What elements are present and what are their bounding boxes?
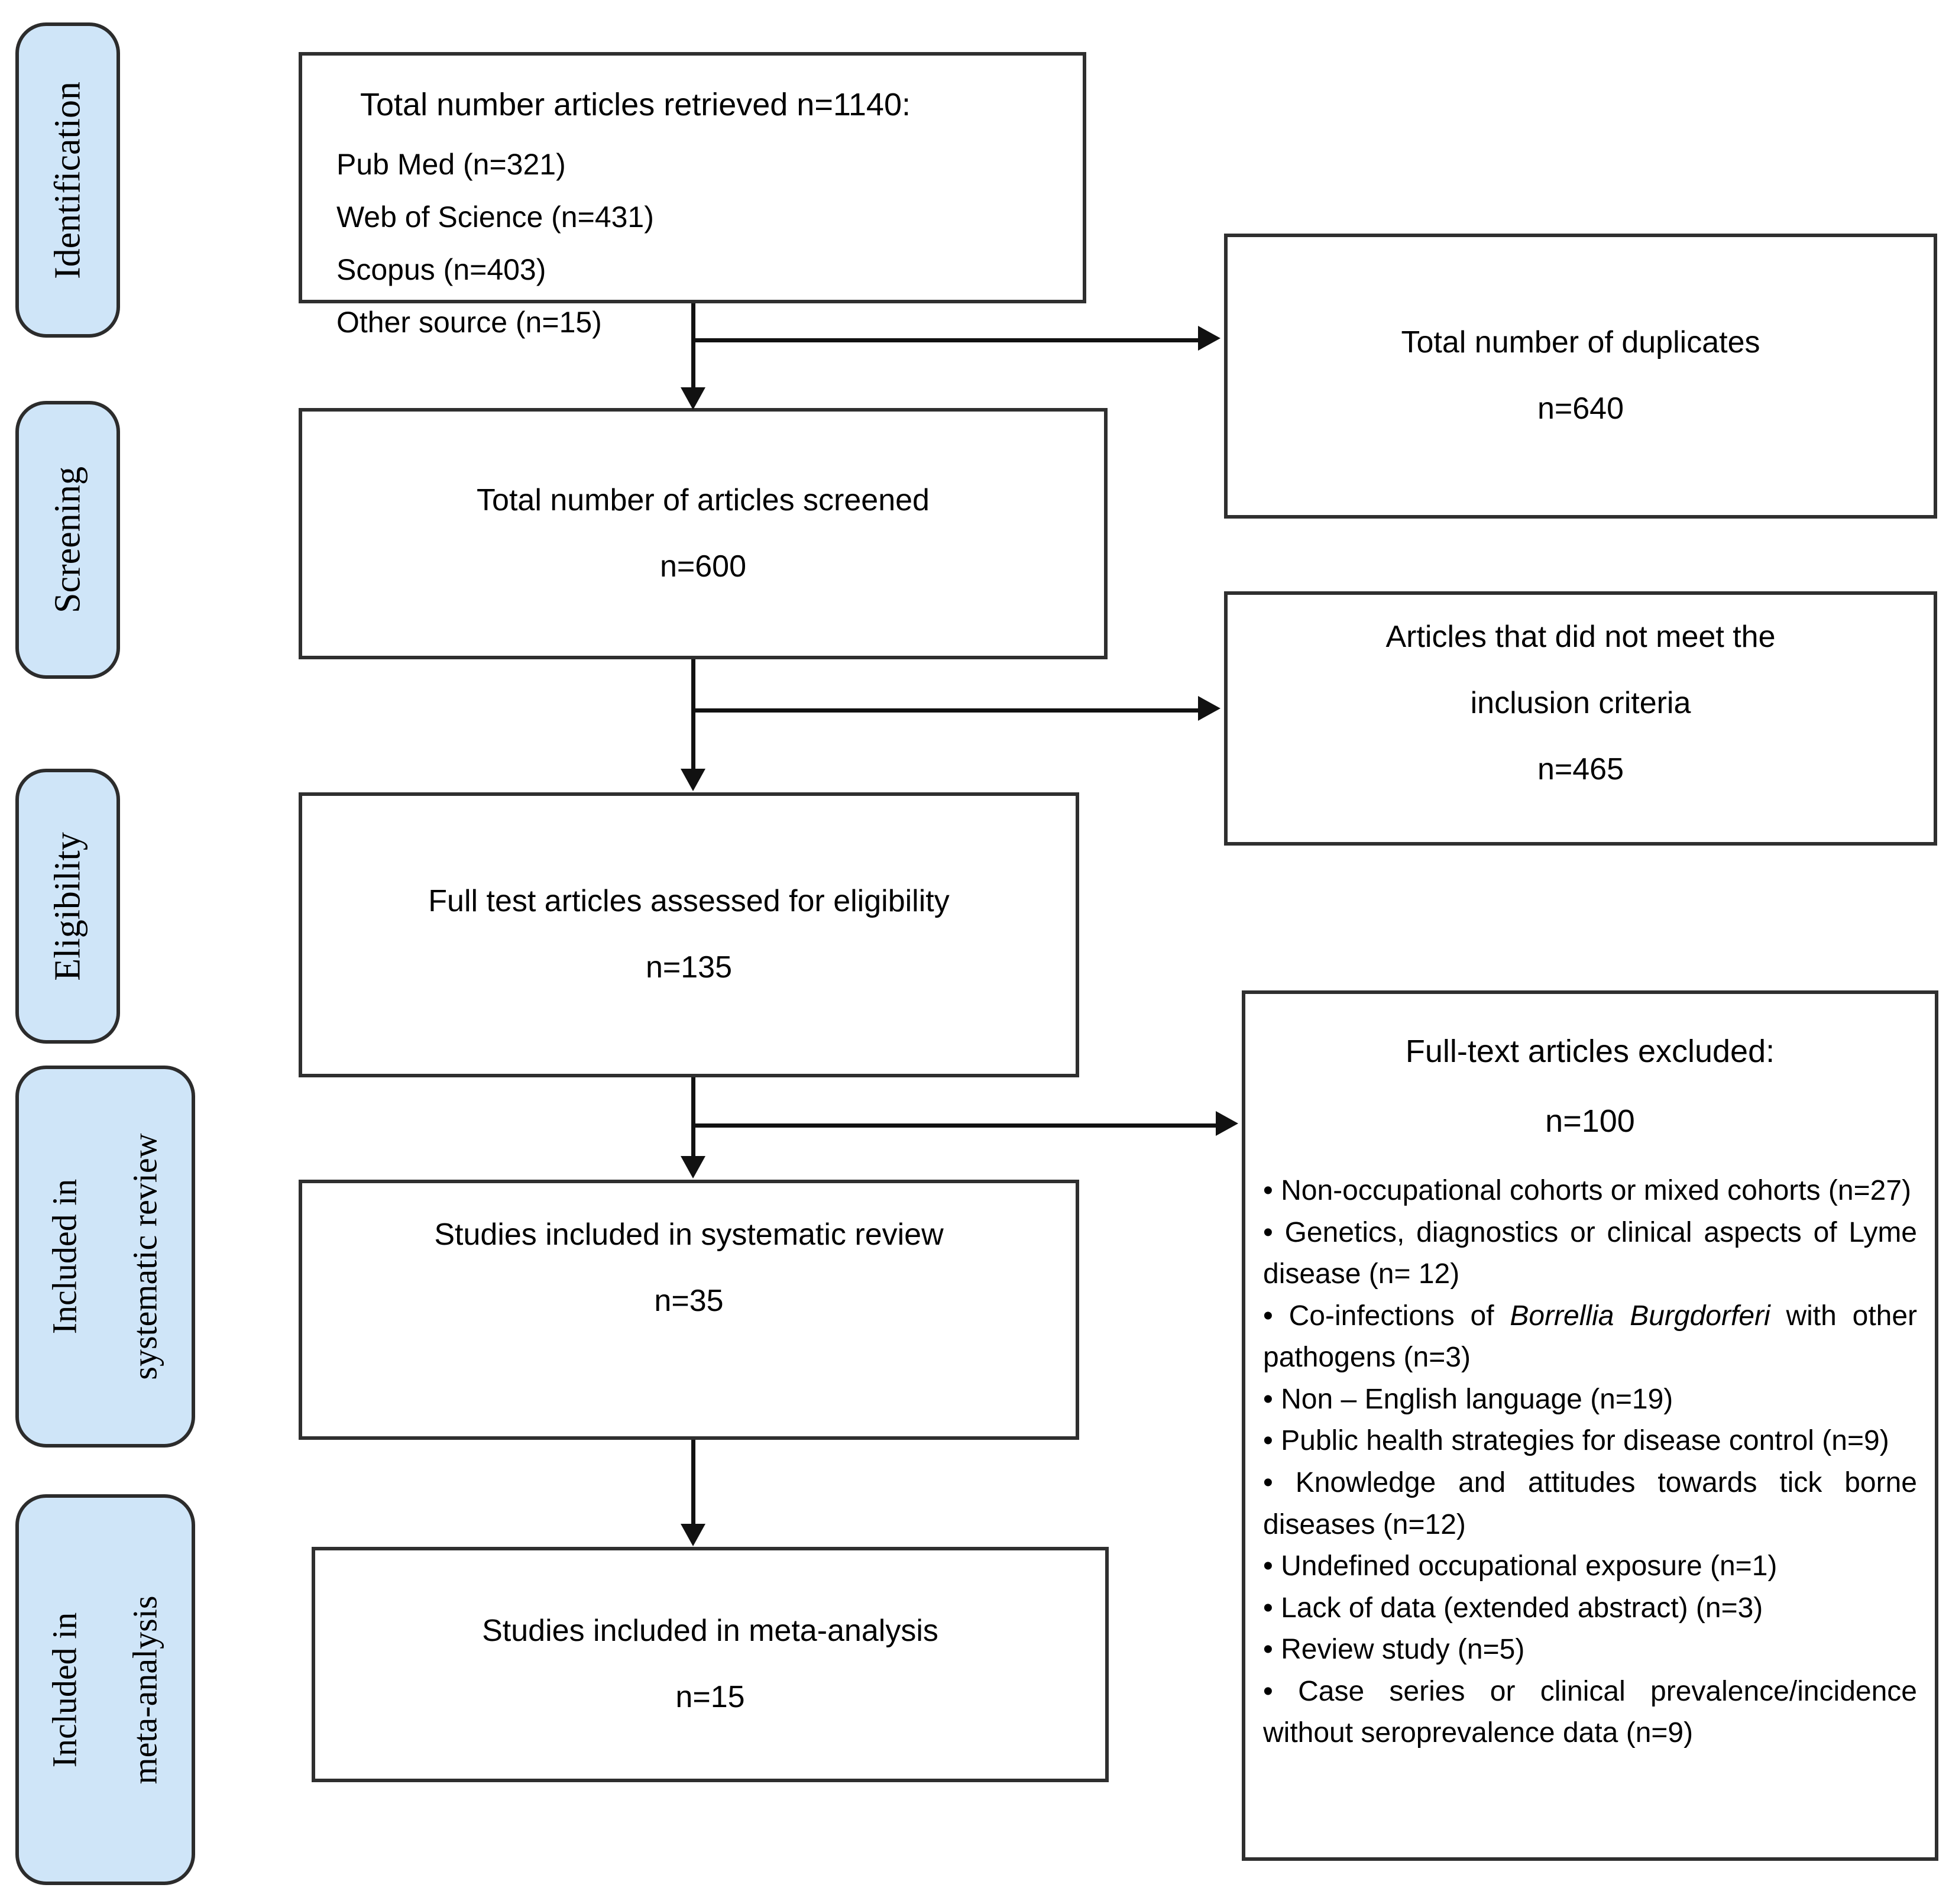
fulltext-excluded-title: Full-text articles excluded: (1405, 1034, 1775, 1069)
reason-text: Case series or clinical prevalence/incid… (1263, 1675, 1918, 1749)
connector-systematic-to-meta (691, 1440, 695, 1526)
reason-text: with other pathogens (n=3) (1263, 1300, 1918, 1374)
fulltext-assessed-line1: Full test articles assessed for eligibil… (428, 884, 950, 919)
stage-label-line: Identification (47, 81, 88, 279)
bullet-icon: • (1263, 1425, 1281, 1457)
fulltext-assessed-count: n=135 (645, 950, 733, 985)
excluded-reason-item: • Public health strategies for disease c… (1263, 1420, 1917, 1462)
arrowhead-to-meta (681, 1524, 705, 1546)
excluded-reason-item: • Case series or clinical prevalence/inc… (1263, 1671, 1917, 1754)
connector-assessed-to-systematic (691, 1077, 695, 1158)
reason-text: Knowledge and attitudes towards tick bor… (1263, 1467, 1917, 1540)
reason-text: Co-infections of (1288, 1300, 1510, 1332)
source-other: Other source (n=15) (336, 306, 602, 339)
articles-retrieved-title: Total number articles retrieved n=1140: (360, 87, 911, 122)
arrowhead-to-systematic (681, 1156, 705, 1178)
source-scopus: Scopus (n=403) (336, 253, 546, 286)
node-fulltext-assessed: Full test articles assessed for eligibil… (299, 792, 1079, 1077)
arrowhead-to-screened (681, 387, 705, 410)
excluded-reason-item: • Knowledge and attitudes towards tick b… (1263, 1462, 1917, 1546)
connector-to-duplicates (693, 338, 1200, 342)
arrowhead-to-not-meeting (1198, 696, 1220, 721)
excluded-reason-item: • Lack of data (extended abstract) (n=3) (1263, 1588, 1917, 1630)
systematic-review-count: n=35 (654, 1284, 724, 1318)
node-systematic-review: Studies included in systematic review n=… (299, 1180, 1079, 1440)
excluded-reason-item: • Non-occupational cohorts or mixed coho… (1263, 1170, 1917, 1212)
node-articles-retrieved: Total number articles retrieved n=1140: … (299, 52, 1086, 339)
not-meeting-line2: inclusion criteria (1470, 686, 1691, 721)
bullet-icon: • (1263, 1467, 1296, 1499)
source-web-of-science: Web of Science (n=431) (336, 200, 654, 234)
articles-screened-count: n=600 (659, 549, 747, 584)
stage-label-line: Screening (47, 467, 88, 613)
stage-label-line: systematic review (126, 1133, 164, 1380)
node-meta-analysis: Studies included in meta-analysis n=15 (312, 1547, 1109, 1782)
arrowhead-to-excluded (1216, 1111, 1238, 1136)
bullet-icon: • (1263, 1300, 1289, 1332)
node-duplicates: Total number of duplicates n=640 (1224, 234, 1937, 519)
bullet-icon: • (1263, 1550, 1281, 1582)
stage-screening: Screening (15, 401, 120, 679)
bullet-icon: • (1263, 1675, 1299, 1707)
stage-included-systematic-review: Included in systematic review (15, 1066, 195, 1448)
stage-identification-label: Identification (47, 38, 89, 322)
excluded-reason-item: • Review study (n=5) (1263, 1629, 1917, 1671)
bullet-icon: • (1263, 1216, 1285, 1248)
meta-analysis-line1: Studies included in meta-analysis (482, 1614, 938, 1649)
excluded-reason-item: • Genetics, diagnostics or clinical aspe… (1263, 1212, 1917, 1296)
reason-text: Non-occupational cohorts or mixed cohort… (1281, 1175, 1912, 1207)
stage-included-meta-analysis: Included in meta-analysis (15, 1494, 195, 1885)
bullet-icon: • (1263, 1383, 1281, 1415)
stage-label-line: meta-analysis (126, 1595, 164, 1784)
excluded-reason-item: • Non – English language (n=19) (1263, 1379, 1917, 1421)
excluded-reasons-list: • Non-occupational cohorts or mixed coho… (1263, 1170, 1917, 1754)
arrowhead-to-assessed (681, 769, 705, 791)
node-not-meeting-criteria: Articles that did not meet the inclusion… (1224, 591, 1937, 846)
systematic-review-line1: Studies included in systematic review (434, 1217, 944, 1252)
reason-text: Review study (n=5) (1281, 1634, 1525, 1666)
arrowhead-to-duplicates (1198, 326, 1220, 351)
not-meeting-line1: Articles that did not meet the (1385, 620, 1776, 655)
duplicates-count: n=640 (1537, 391, 1624, 426)
meta-analysis-count: n=15 (675, 1680, 745, 1714)
stage-eligibility: Eligibility (15, 769, 120, 1044)
reason-text-italic: Borrellia Burgdorferi (1510, 1300, 1770, 1332)
connector-screened-to-assessed (691, 659, 695, 772)
not-meeting-count: n=465 (1537, 752, 1624, 786)
stage-included-systematic-review-label: Included in systematic review (25, 1079, 186, 1434)
connector-to-not-meeting (693, 708, 1200, 713)
connector-to-excluded (693, 1123, 1218, 1128)
node-articles-screened: Total number of articles screened n=600 (299, 408, 1108, 659)
fulltext-excluded-count: n=100 (1545, 1103, 1635, 1139)
node-fulltext-excluded: Full-text articles excluded: n=100 • Non… (1242, 990, 1938, 1861)
reason-text: Genetics, diagnostics or clinical aspect… (1263, 1216, 1917, 1290)
reason-text: Public health strategies for disease con… (1281, 1425, 1889, 1457)
stage-label-line: Included in (45, 1612, 84, 1767)
stage-included-meta-analysis-label: Included in meta-analysis (25, 1508, 186, 1871)
duplicates-line1: Total number of duplicates (1401, 325, 1760, 360)
source-pubmed: Pub Med (n=321) (336, 148, 566, 181)
bullet-icon: • (1263, 1592, 1281, 1624)
bullet-icon: • (1263, 1634, 1281, 1666)
stage-label-line: Eligibility (47, 831, 88, 981)
stage-label-line: Included in (45, 1178, 84, 1335)
reason-text: Non – English language (n=19) (1281, 1383, 1673, 1415)
stage-screening-label: Screening (47, 413, 89, 667)
excluded-reason-item: • Co-infections of Borrellia Burgdorferi… (1263, 1296, 1917, 1379)
reason-text: Undefined occupational exposure (n=1) (1281, 1550, 1778, 1582)
bullet-icon: • (1263, 1175, 1281, 1207)
stage-identification: Identification (15, 22, 120, 338)
stage-eligibility-label: Eligibility (47, 779, 89, 1034)
excluded-reason-item: • Undefined occupational exposure (n=1) (1263, 1546, 1917, 1588)
reason-text: Lack of data (extended abstract) (n=3) (1281, 1592, 1763, 1624)
connector-retrieved-to-screened (691, 303, 695, 391)
articles-screened-line1: Total number of articles screened (477, 483, 930, 517)
